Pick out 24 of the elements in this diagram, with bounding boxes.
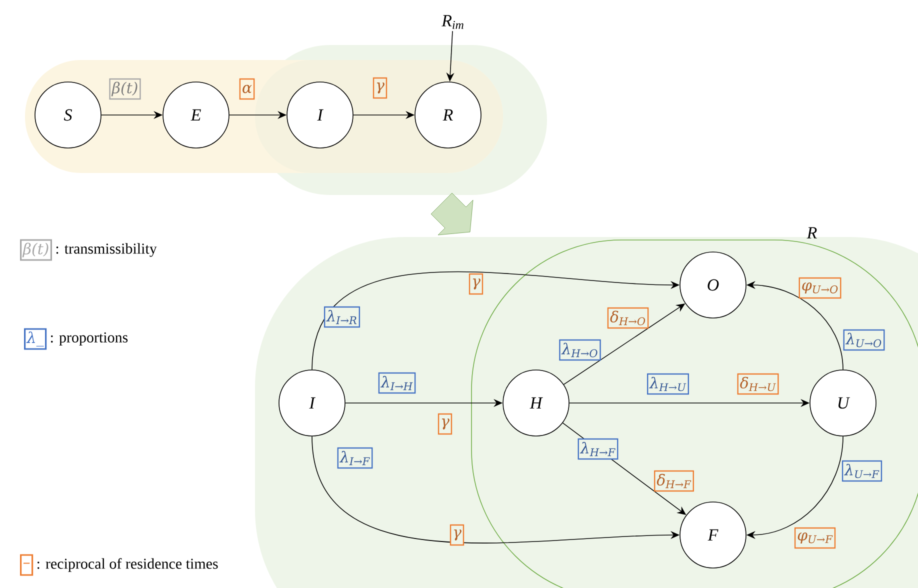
- legend-text: : transmissibility: [56, 243, 157, 257]
- legend-text: : reciprocal of residence times: [38, 558, 218, 572]
- rate-label: φ$_{U→O}$: [798, 277, 842, 299]
- edge-label: λ$_{H→U}$: [647, 373, 689, 395]
- edge-label: λ$_{H→O}$: [559, 339, 601, 361]
- rate-label: γ: [450, 524, 464, 546]
- edge-label: λ$_{U→O}$: [843, 329, 885, 351]
- legend-text: : proportions: [51, 332, 128, 346]
- edge-label: γ: [372, 77, 388, 99]
- rate-label: δ$_{H→U}$: [737, 373, 779, 395]
- edge-label: α: [239, 78, 255, 100]
- rate-label: γ: [438, 413, 452, 435]
- rate-label: δ$_{H→O}$: [607, 307, 649, 329]
- edge-label: λ$_{H→F}$: [578, 438, 618, 460]
- rate-label: φ$_{U→F}$: [794, 527, 836, 549]
- edge-label: λ$_{I→H}$: [378, 372, 416, 394]
- edge-label: λ$_{I→F}$: [337, 447, 373, 469]
- edge-label: λ$_{U→F}$: [842, 460, 882, 482]
- edge-label: λ$_{I→R}$: [324, 306, 360, 328]
- input-label: R$_{im}$: [442, 15, 464, 29]
- rate-label: γ: [468, 273, 484, 295]
- node-label: R: [806, 227, 817, 238]
- edge-label: β(t): [109, 78, 141, 100]
- rate-label: δ$_{H→F}$: [654, 470, 694, 492]
